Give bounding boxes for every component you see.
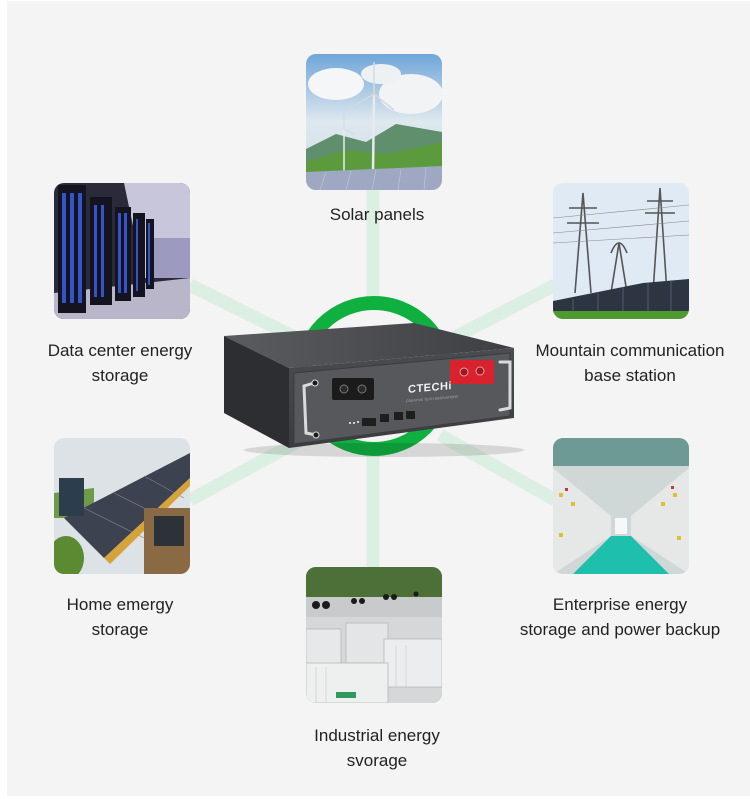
mountain-base-station-image	[553, 183, 689, 319]
label-mountain-base-station: Mountain communication base station	[535, 341, 725, 385]
battery-icon	[224, 323, 524, 457]
label-solar-panels: Solar panels	[329, 205, 425, 224]
switchgear-icon	[553, 438, 689, 574]
enterprise-energy-image	[553, 438, 689, 574]
label-enterprise-energy: Enterprise energy storage and power back…	[519, 595, 721, 639]
label-data-center: Data center energy storage	[47, 341, 193, 385]
power-tower-icon	[553, 183, 689, 319]
label-home-energy: Home emergy storage	[66, 595, 174, 639]
home-energy-image	[54, 438, 190, 574]
wind-turbine-icon	[306, 54, 442, 190]
battery-module: CTECHi CREATIVE TECH INNOVATIONS	[214, 318, 534, 458]
label-industrial-energy: Industrial energy svorage	[314, 726, 440, 770]
industrial-energy-image	[306, 567, 442, 703]
house-solar-icon	[54, 438, 190, 574]
storage-container-icon	[306, 567, 442, 703]
solar-panels-image	[306, 54, 442, 190]
data-center-image	[54, 183, 190, 319]
server-rack-icon	[54, 183, 190, 319]
